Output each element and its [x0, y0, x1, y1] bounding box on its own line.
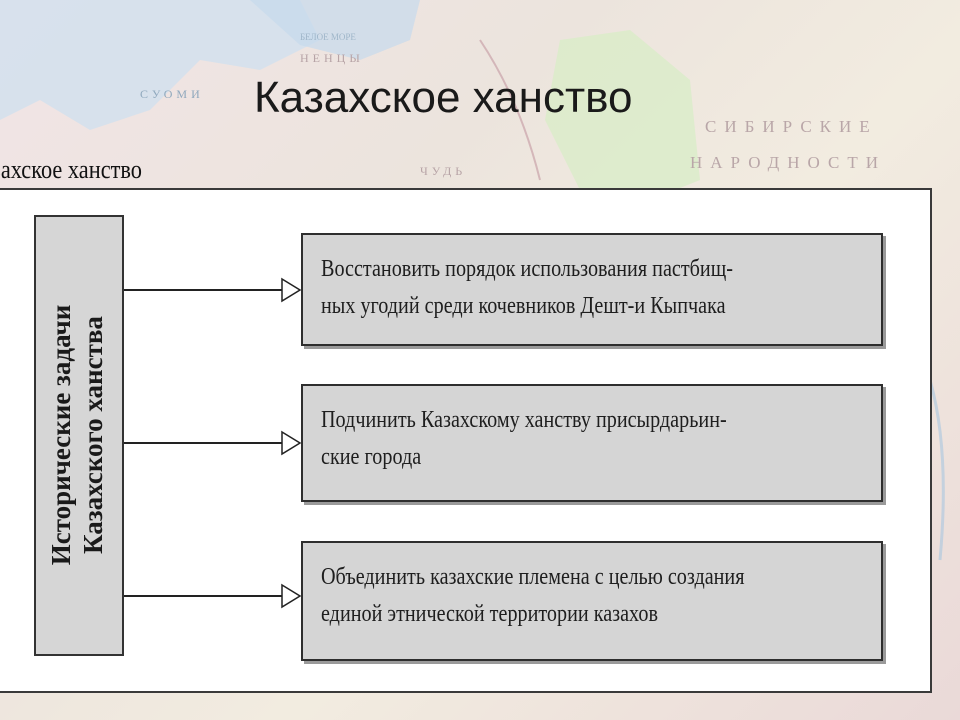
task-box-3: Объединить казахские племена с целью соз… [301, 541, 883, 661]
task-box-1: Восстановить порядок использования пастб… [301, 233, 883, 346]
map-label: СУОМИ [140, 87, 204, 101]
task-text: Подчинить Казахскому ханству присырдарьи… [321, 407, 727, 470]
map-label: НЕНЦЫ [300, 51, 364, 65]
side-label-line1: Исторические задачи [46, 304, 76, 566]
map-water-region-2 [250, 0, 420, 60]
side-label: Исторические задачи Казахского ханства [45, 235, 115, 635]
task-text: Восстановить порядок использования пастб… [321, 256, 733, 319]
side-label-box [34, 215, 124, 656]
slide-title: Казахское ханство [254, 73, 633, 122]
task-text: Объединить казахские племена с целью соз… [321, 564, 745, 627]
map-label: СИБИРСКИЕ [705, 117, 878, 136]
map-label: БЕЛОЕ МОРЕ [300, 32, 356, 42]
task-box-2: Подчинить Казахскому ханству присырдарьи… [301, 384, 883, 502]
scan-caption: захское ханство [0, 155, 142, 184]
map-label: НАРОДНОСТИ [690, 153, 886, 172]
map-green-region [545, 30, 700, 200]
side-label-line2: Казахского ханства [78, 316, 108, 554]
map-water-region [0, 0, 320, 130]
map-border-line [479, 39, 541, 181]
map-label: ЧУДЬ [420, 164, 466, 178]
